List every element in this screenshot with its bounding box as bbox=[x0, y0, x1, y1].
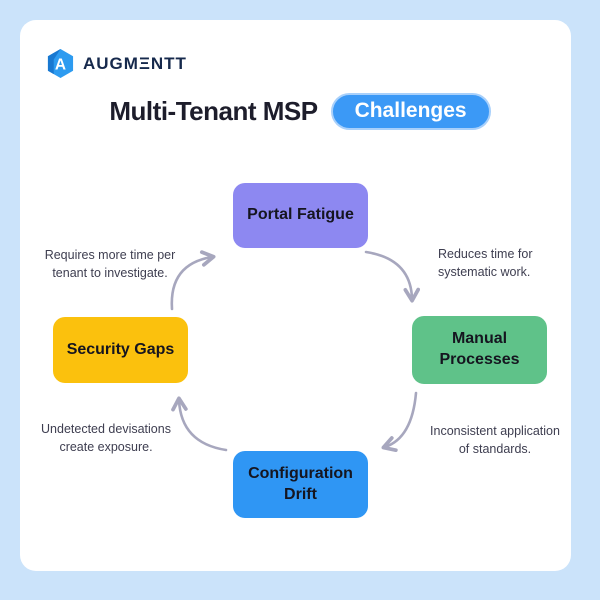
note-top-right: Reduces time for systematic work. bbox=[438, 247, 533, 280]
node-portal-fatigue: Portal Fatigue bbox=[233, 183, 368, 248]
node-configuration-drift-label: Configuration Drift bbox=[248, 464, 353, 503]
node-configuration-drift: Configuration Drift bbox=[233, 451, 368, 518]
augmentt-hexagon-icon: A bbox=[47, 49, 74, 78]
note-bottom-right: Inconsistent application of standards. bbox=[430, 424, 560, 457]
page-title: Multi-Tenant MSP bbox=[109, 96, 318, 127]
node-portal-fatigue-label: Portal Fatigue bbox=[247, 206, 354, 224]
note-top-left: Requires more time per tenant to investi… bbox=[44, 248, 176, 281]
page-title-row: Multi-Tenant MSP Challenges bbox=[0, 93, 600, 131]
augmentt-wordmark: AUGMΞNTT bbox=[83, 53, 187, 73]
node-manual-processes-label: Manual Processes bbox=[439, 330, 520, 368]
note-bottom-left: Undetected devisations create exposure. bbox=[41, 422, 171, 455]
node-security-gaps: Security Gaps bbox=[53, 317, 188, 383]
node-manual-processes: Manual Processes bbox=[412, 316, 547, 384]
challenges-badge: Challenges bbox=[330, 93, 491, 131]
augmentt-logo: A AUGMΞNTT bbox=[46, 48, 187, 79]
svg-text:A: A bbox=[55, 56, 66, 73]
node-security-gaps-label: Security Gaps bbox=[66, 340, 175, 358]
